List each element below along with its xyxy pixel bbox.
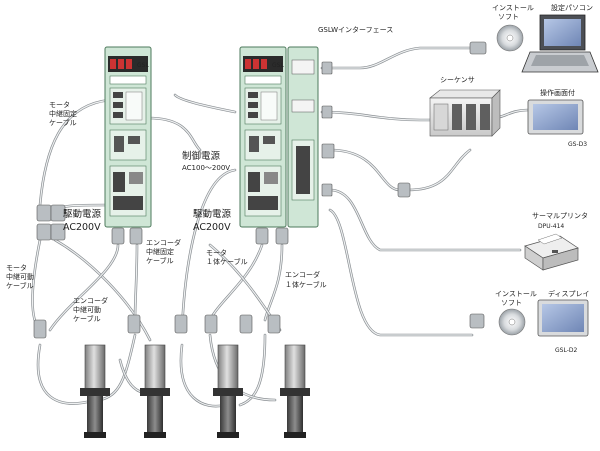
cd-icon (496, 24, 524, 52)
label-encoder-integrated-1: エンコーダ (285, 270, 320, 279)
label-thermal-printer-1: サーマルプリンタ (532, 211, 588, 220)
label-encoder-relay-movable-2: 中継可動 (73, 305, 101, 314)
label-gsl-d2: GSL-D2 (555, 347, 577, 354)
connector-icon (33, 41, 487, 339)
label-drive-power-left-2: AC200V (63, 222, 101, 233)
label-encoder-integrated-2: １体ケーブル (285, 280, 327, 289)
driver-right: GSL (239, 46, 319, 228)
label-motor-relay-movable-3: ケーブル (6, 281, 34, 290)
touch-panel-icon (527, 99, 584, 135)
label-encoder-relay-movable-1: エンコーダ (73, 296, 108, 305)
label-encoder-relay-fixed-1: エンコーダ (146, 238, 181, 247)
label-drive-power-right-2: AC200V (193, 222, 231, 233)
label-motor-integrated-1: モータ (206, 248, 227, 257)
driver-right-brand: GSL (272, 62, 284, 69)
plc-icon (429, 89, 501, 137)
label-drive-power-left-1: 駆動電源 (63, 209, 102, 220)
driver-left: GSL (104, 46, 152, 228)
label-encoder-relay-fixed-3: ケーブル (146, 256, 174, 265)
label-operation-panel: 操作画面付 (540, 88, 575, 97)
label-drive-power-right-1: 駆動電源 (193, 209, 232, 220)
label-install-software-top-2: ソフト (498, 13, 519, 21)
label-encoder-relay-movable-3: ケーブル (73, 314, 101, 323)
label-gslw-interface: GSLWインターフェース (318, 25, 393, 34)
label-motor-relay-fixed-2: 中継固定 (49, 109, 77, 118)
cd-icon (498, 308, 526, 336)
label-encoder-relay-fixed-2: 中継固定 (146, 247, 174, 256)
label-control-power-2: AC100～200V (182, 164, 230, 172)
driver-left-brand: GSL (137, 62, 149, 69)
label-display: ディスプレイ (548, 289, 590, 298)
label-sequencer: シーケンサ (440, 76, 475, 84)
label-motor-relay-movable-2: 中継可動 (6, 272, 34, 281)
label-thermal-printer-2: DPU-414 (538, 223, 564, 230)
laptop-icon (521, 14, 599, 73)
label-motor-relay-fixed-3: ケーブル (49, 118, 77, 127)
label-install-software-top-1: インストール (492, 4, 534, 12)
label-motor-integrated-2: １体ケーブル (206, 257, 248, 266)
label-motor-relay-fixed-1: モータ (49, 100, 70, 109)
label-gs-d3: GS-D3 (568, 141, 587, 148)
label-install-software-bottom-1: インストール (495, 290, 537, 298)
label-install-software-bottom-2: ソフト (501, 299, 522, 307)
label-setup-pc: 設定パソコン (551, 3, 593, 12)
label-control-power-1: 制御電源 (182, 150, 221, 162)
printer-icon (524, 233, 579, 271)
motor-icon (80, 344, 310, 438)
display-icon (537, 299, 589, 337)
label-motor-relay-movable-1: モータ (6, 263, 27, 272)
